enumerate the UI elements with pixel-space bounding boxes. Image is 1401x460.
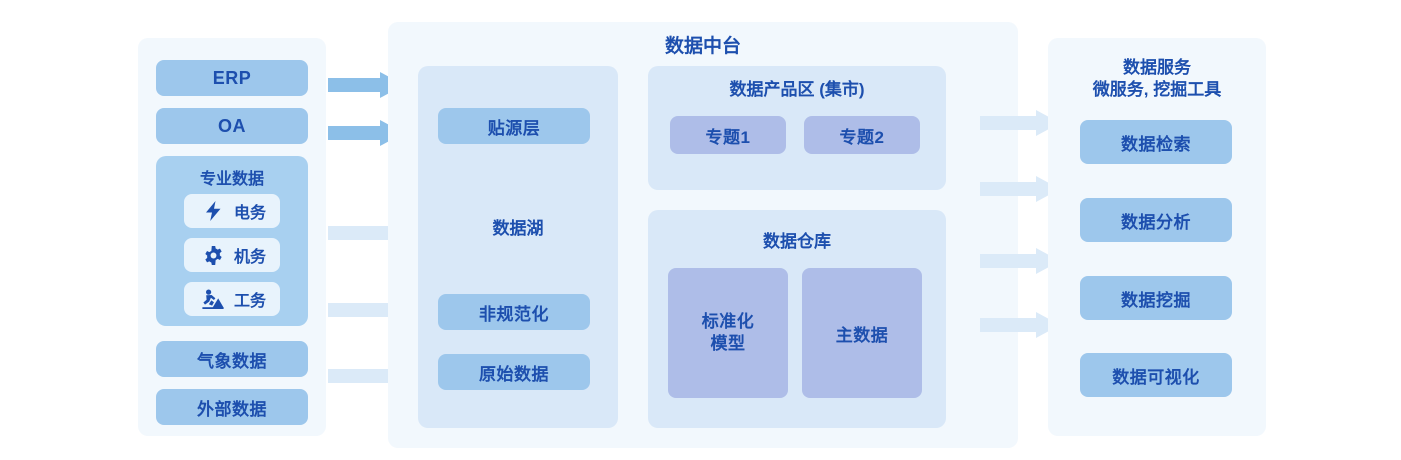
data-warehouse-title: 数据仓库 — [763, 232, 831, 251]
professional-row-label: 工务 — [234, 293, 267, 310]
arrow-erp-to-lake — [328, 72, 404, 98]
warehouse-chip-line1: 标准化 — [701, 311, 755, 331]
data-services-title-line1: 数据服务 — [1123, 58, 1191, 77]
service-chip-mining[interactable]: 数据挖掘 — [1080, 276, 1232, 320]
arrow-platform-to-retrieval — [980, 110, 1060, 136]
warehouse-chip-line2: 模型 — [710, 334, 746, 353]
professional-row-mechanical[interactable]: 机务 — [184, 238, 280, 272]
gear-icon — [200, 244, 226, 266]
source-chip-oa[interactable]: OA — [156, 108, 308, 144]
source-chip-external[interactable]: 外部数据 — [156, 389, 308, 425]
product-chip-topic-1[interactable]: 专题1 — [670, 116, 786, 154]
data-lake-chip-source-layer[interactable]: 贴源层 — [438, 108, 590, 144]
source-chip-erp[interactable]: ERP — [156, 60, 308, 96]
professional-row-electrical[interactable]: 电务 — [184, 194, 280, 228]
arrow-platform-to-visualization — [980, 312, 1060, 338]
arrow-platform-to-analysis — [980, 176, 1060, 202]
product-chip-topic-2[interactable]: 专题2 — [804, 116, 920, 154]
worker-digging-icon — [200, 288, 226, 310]
professional-row-label: 机务 — [234, 249, 267, 266]
lightning-bolt-icon — [200, 200, 226, 222]
data-product-zone-title: 数据产品区 (集市) — [729, 80, 865, 99]
data-services-title-line2: 微服务, 挖掘工具 — [1092, 79, 1222, 99]
data-services-title: 数据服务 微服务, 挖掘工具 — [1048, 57, 1266, 101]
data-lake-chip-raw-data[interactable]: 原始数据 — [438, 354, 590, 390]
warehouse-chip-master-data[interactable]: 主数据 — [802, 268, 922, 398]
service-chip-visualization[interactable]: 数据可视化 — [1080, 353, 1232, 397]
data-platform-title: 数据中台 — [664, 36, 741, 57]
source-chip-weather[interactable]: 气象数据 — [156, 341, 308, 377]
arrow-platform-to-mining — [980, 248, 1060, 274]
data-lake-title: 数据湖 — [492, 219, 544, 238]
data-lake-chip-denormalized[interactable]: 非规范化 — [438, 294, 590, 330]
service-chip-analysis[interactable]: 数据分析 — [1080, 198, 1232, 242]
professional-data-title: 专业数据 — [199, 171, 264, 188]
professional-row-label: 电务 — [234, 205, 267, 222]
arrow-oa-to-lake — [328, 120, 404, 146]
warehouse-chip-standard-model[interactable]: 标准化 模型 — [668, 268, 788, 398]
professional-row-track[interactable]: 工务 — [184, 282, 280, 316]
service-chip-retrieval[interactable]: 数据检索 — [1080, 120, 1232, 164]
